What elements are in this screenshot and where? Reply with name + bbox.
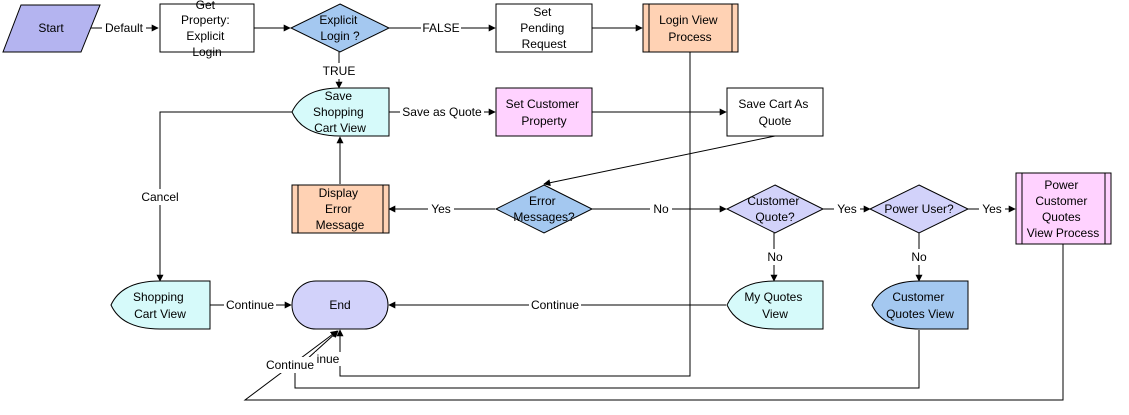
- node-save-cart-view[interactable]: [291, 87, 390, 137]
- text-login-view: Login View Process: [659, 13, 721, 44]
- node-set-pending[interactable]: [495, 3, 593, 53]
- nodes: [2, 3, 1112, 330]
- node-customer-quotes-view[interactable]: [871, 280, 969, 330]
- label-continue-fragment: inue: [317, 352, 340, 366]
- label-yes-quote: Yes: [837, 202, 857, 216]
- text-start: Start: [38, 21, 64, 35]
- node-explicit-login[interactable]: [289, 3, 391, 53]
- edge-save-cart-quote-to-error-messages: [543, 135, 776, 187]
- text-power-customer: Power Customer Quotes View Process: [1027, 178, 1099, 240]
- text-end: End: [329, 298, 350, 312]
- label-yes-error: Yes: [431, 202, 451, 216]
- node-shopping-cart-view[interactable]: [110, 280, 211, 330]
- node-customer-quote[interactable]: [725, 184, 825, 234]
- label-cancel: Cancel: [141, 190, 178, 204]
- text-display-error: Display Error Message: [316, 186, 365, 232]
- text-save-cart-view: Save Shopping Cart View: [313, 89, 367, 135]
- text-shopping-cart-view: Shopping Cart View: [133, 290, 187, 321]
- label-no-error: No: [653, 202, 669, 216]
- label-yes-power: Yes: [982, 202, 1002, 216]
- node-power-customer[interactable]: [1015, 172, 1112, 245]
- text-error-messages: Error Messages?: [513, 194, 575, 224]
- node-start[interactable]: [2, 4, 101, 53]
- node-save-cart-quote[interactable]: [726, 87, 824, 137]
- label-default: Default: [105, 21, 144, 35]
- text-customer-quote: Customer Quote?: [747, 194, 802, 224]
- edge-save-cart-view-to-shopping-cart: [156, 111, 292, 282]
- text-save-cart-quote: Save Cart As Quote: [738, 97, 811, 128]
- node-login-view[interactable]: [642, 3, 739, 53]
- text-power-user: Power User?: [884, 202, 954, 216]
- node-error-messages[interactable]: [494, 184, 594, 234]
- label-continue-cart: Continue: [226, 298, 274, 312]
- label-true: TRUE: [323, 64, 356, 78]
- node-set-customer[interactable]: [495, 87, 593, 137]
- label-false: FALSE: [422, 21, 459, 35]
- label-save-as-quote: Save as Quote: [402, 105, 482, 119]
- text-set-pending: Set Pending Request: [520, 5, 567, 51]
- node-power-user[interactable]: [868, 184, 970, 234]
- label-continue-bottom: Continue: [266, 358, 314, 372]
- text-explicit-login: Explicit Login ?: [319, 13, 360, 43]
- node-texts: Start Get Property: Explicit Login Expli…: [38, 0, 1099, 321]
- node-get-property[interactable]: [159, 3, 255, 53]
- edge-labels: Default FALSE TRUE Save as Quote Cancel …: [102, 20, 1005, 373]
- label-no-quote: No: [767, 250, 783, 264]
- node-display-error[interactable]: [291, 184, 390, 234]
- node-my-quotes-view[interactable]: [726, 280, 824, 330]
- label-continue-quotes: Continue: [531, 298, 579, 312]
- label-no-power: No: [911, 250, 927, 264]
- text-set-customer: Set Customer Property: [506, 97, 583, 128]
- text-my-quotes-view: My Quotes View: [744, 290, 805, 321]
- text-get-property: Get Property: Explicit Login: [181, 0, 233, 59]
- edge-customer-quotes-to-end: [294, 330, 920, 389]
- text-customer-quotes-view: Customer Quotes View: [886, 290, 954, 321]
- node-end[interactable]: [291, 280, 389, 330]
